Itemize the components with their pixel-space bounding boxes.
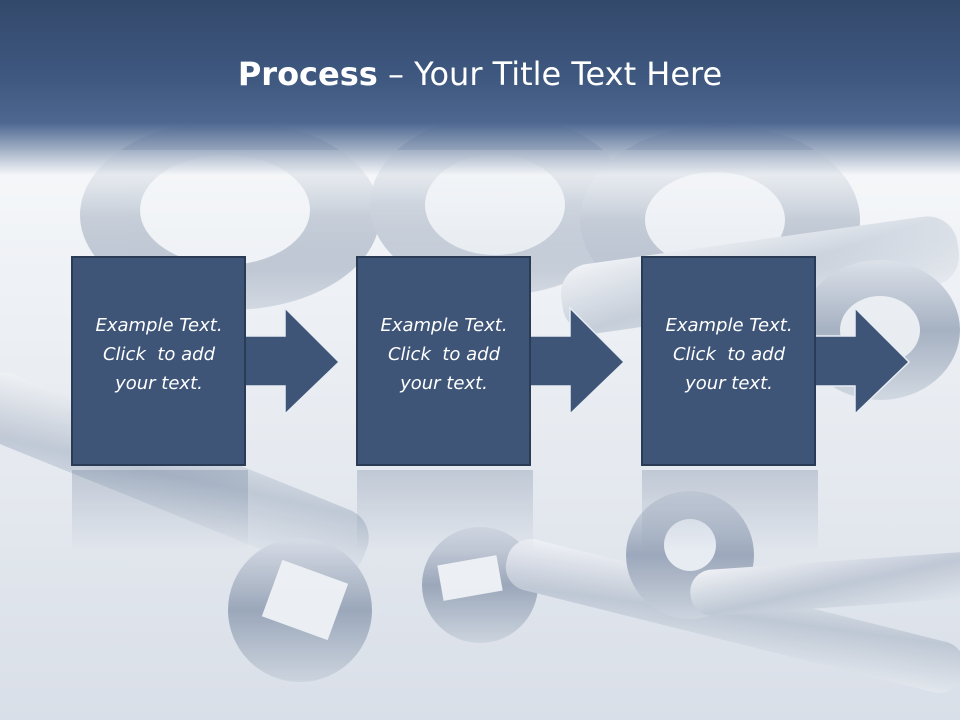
step-3-line-1: Example Text. [665,315,793,336]
process-step-3[interactable]: Example Text. Click to add your text. [641,256,917,466]
process-step-2[interactable]: Example Text. Click to add your text. [356,256,632,466]
step-1-reflection [72,470,248,550]
slide-title[interactable]: Process – Your Title Text Here [0,52,960,96]
step-2-line-1: Example Text. [380,315,508,336]
step-3-reflection [642,470,818,550]
title-bold-text: Process [237,55,378,93]
step-3-line-2: Click to add [672,344,785,365]
arrow-right-icon [244,306,341,416]
step-1-text[interactable]: Example Text. Click to add your text. [71,311,247,398]
title-rest-text: – Your Title Text Here [377,55,723,93]
arrow-right-icon [529,306,626,416]
arrow-right-icon [814,306,911,416]
step-3-text[interactable]: Example Text. Click to add your text. [641,311,817,398]
process-step-1[interactable]: Example Text. Click to add your text. [71,256,347,466]
step-2-line-2: Click to add [387,344,500,365]
step-2-reflection [357,470,533,550]
step-2-text[interactable]: Example Text. Click to add your text. [356,311,532,398]
wrench-icon [0,372,960,693]
step-1-line-3: your text. [115,373,203,394]
header-band [0,0,960,175]
step-2-line-3: your text. [400,373,488,394]
step-3-line-3: your text. [685,373,773,394]
step-1-line-2: Click to add [102,344,215,365]
step-1-line-1: Example Text. [95,315,223,336]
